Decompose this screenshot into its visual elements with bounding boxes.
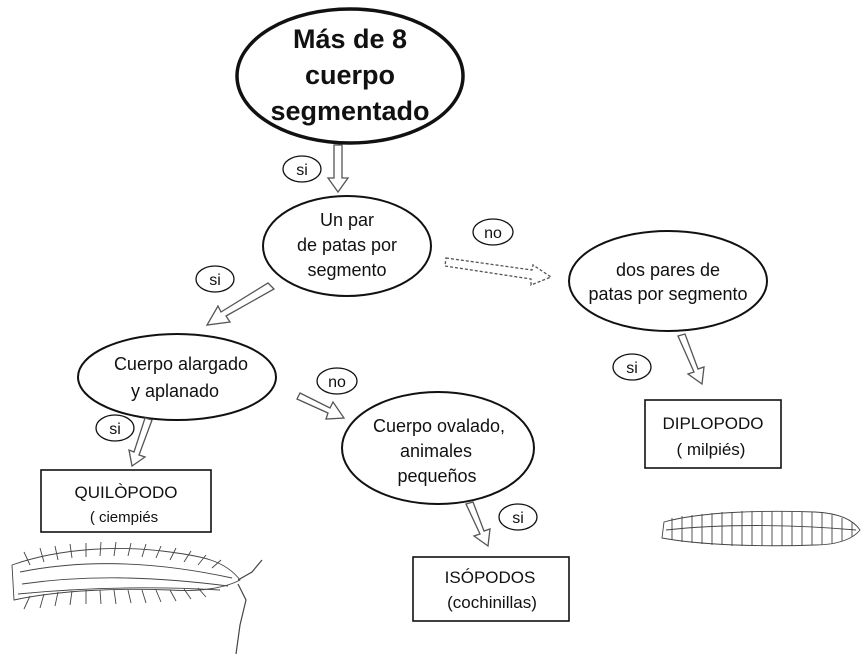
question-dos-line-2: patas por segmento — [588, 284, 747, 304]
root-line-3: segmentado — [270, 96, 429, 126]
question-pairs-line-3: segmento — [307, 260, 386, 280]
tag-si-alargado: si — [95, 414, 135, 442]
result-isopodos-common: (cochinillas) — [447, 593, 537, 612]
result-diplopodo-common: ( milpiés) — [677, 440, 746, 459]
arrow-pairs-to-alargado — [205, 282, 276, 326]
svg-text:si: si — [296, 162, 308, 179]
question-pairs-oval — [262, 195, 432, 297]
arrow-alargado-to-quilopodo — [128, 417, 153, 468]
svg-text:si: si — [512, 510, 524, 527]
result-isopodos: ISÓPODOS (cochinillas) — [412, 556, 570, 622]
root-oval — [235, 7, 465, 145]
question-ovalado-line-3: pequeños — [397, 466, 476, 486]
arrow-root-to-pairs — [326, 144, 350, 194]
centipede-illustration — [11, 541, 263, 654]
question-ovalado-node: Cuerpo ovalado, animales pequeños — [341, 391, 535, 505]
question-alargado-line-2: y aplanado — [131, 381, 219, 401]
tag-si-root: si — [282, 155, 322, 183]
question-pairs-line-2: de patas por — [297, 235, 397, 255]
question-pairs-node: Un par de patas por segmento — [262, 195, 432, 297]
result-quilopodo-common: ( ciempiés — [90, 509, 158, 526]
tag-no-pairs: no — [472, 218, 514, 246]
svg-text:si: si — [209, 272, 221, 289]
result-quilopodo-name: QUILÒPODO — [75, 483, 178, 502]
svg-text:no: no — [484, 225, 502, 242]
tag-si-pairs: si — [195, 265, 235, 293]
tag-no-alargado: no — [316, 367, 358, 395]
question-pairs-line-1: Un par — [320, 210, 374, 230]
tag-si-ovalado: si — [498, 503, 538, 531]
svg-text:si: si — [109, 421, 121, 438]
question-dos-line-1: dos pares de — [616, 260, 720, 280]
root-line-1: Más de 8 — [293, 24, 407, 54]
result-isopodos-box — [412, 556, 570, 622]
root-line-2: cuerpo — [305, 60, 395, 90]
question-ovalado-line-1: Cuerpo ovalado, — [373, 416, 505, 436]
arrow-dos-to-diplopodo — [677, 333, 705, 386]
question-alargado-node: Cuerpo alargado y aplanado — [77, 333, 277, 421]
millipede-illustration — [661, 510, 861, 547]
arrow-pairs-to-dos — [444, 257, 553, 286]
arrow-alargado-to-ovalado — [296, 392, 346, 420]
tag-si-dos: si — [612, 353, 652, 381]
result-quilopodo: QUILÒPODO ( ciempiés — [40, 469, 212, 533]
svg-text:no: no — [328, 374, 346, 391]
result-diplopodo: DIPLOPODO ( milpiés) — [644, 399, 782, 469]
question-dos-node: dos pares de patas por segmento — [568, 230, 768, 332]
result-isopodos-name: ISÓPODOS — [445, 568, 536, 587]
question-ovalado-line-2: animales — [400, 441, 472, 461]
svg-text:si: si — [626, 360, 638, 377]
result-diplopodo-name: DIPLOPODO — [662, 414, 763, 433]
question-dos-oval — [568, 230, 768, 332]
result-quilopodo-box — [40, 469, 212, 533]
question-alargado-oval — [77, 333, 277, 421]
root-node: Más de 8 cuerpo segmentado — [235, 7, 465, 145]
question-ovalado-oval — [341, 391, 535, 505]
question-alargado-line-1: Cuerpo alargado — [114, 354, 248, 374]
arrow-ovalado-to-isopodos — [465, 501, 491, 548]
result-diplopodo-box — [644, 399, 782, 469]
